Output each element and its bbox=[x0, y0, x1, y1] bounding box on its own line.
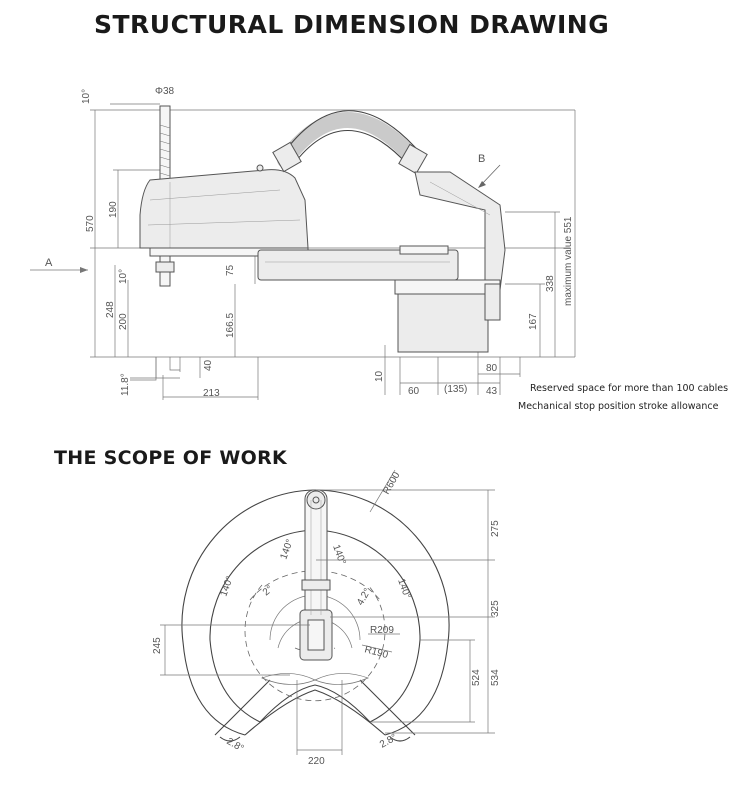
dim-220: 220 bbox=[308, 756, 325, 767]
dim-r190: R190 bbox=[363, 644, 389, 661]
mechanical-stop-note: Mechanical stop position stroke allowanc… bbox=[518, 401, 719, 412]
dim-40: 40 bbox=[203, 359, 214, 371]
angle-140-left: 140° bbox=[218, 575, 235, 598]
dim-325: 325 bbox=[490, 600, 501, 617]
dim-166-5: 166.5 bbox=[225, 313, 236, 338]
dim-11-8deg: 11.8° bbox=[120, 373, 131, 396]
angle-2-8-left: 2.8° bbox=[225, 736, 246, 754]
angle-140-top-left: 140° bbox=[278, 538, 295, 561]
dim-190: 190 bbox=[108, 201, 119, 218]
side-view-drawing: 10° Φ38 570 190 10° 248 200 75 166.5 40 … bbox=[30, 86, 576, 400]
dim-213: 213 bbox=[203, 388, 220, 399]
dim-524: 524 bbox=[471, 669, 482, 686]
angle-140-top-right: 140° bbox=[330, 543, 347, 566]
angle-140-right: 140° bbox=[395, 577, 412, 600]
dim-200: 200 bbox=[118, 313, 129, 330]
dim-534: 534 bbox=[490, 669, 501, 686]
dim-10deg-mid: 10° bbox=[118, 269, 129, 284]
dim-245: 245 bbox=[152, 637, 163, 654]
dim-10-bottom: 10 bbox=[374, 370, 385, 382]
angle-2-left: 2° bbox=[261, 584, 275, 599]
angle-4-2: 4.2° bbox=[355, 586, 373, 607]
dim-60: 60 bbox=[408, 386, 420, 397]
dim-r209: R209 bbox=[370, 625, 394, 636]
dim-phi38: Φ38 bbox=[155, 86, 175, 97]
dim-r600: R600 bbox=[381, 470, 403, 497]
dim-338: 338 bbox=[545, 275, 556, 292]
dim-570: 570 bbox=[85, 215, 96, 232]
structural-drawing-title: STRUCTURAL DIMENSION DRAWING bbox=[94, 10, 610, 39]
dim-248: 248 bbox=[105, 301, 116, 318]
dim-43: 43 bbox=[486, 386, 498, 397]
dim-75: 75 bbox=[225, 264, 236, 276]
dim-275: 275 bbox=[490, 520, 501, 537]
view-label-a: A bbox=[45, 257, 53, 269]
dim-167: 167 bbox=[528, 313, 539, 330]
dim-10deg-top: 10° bbox=[81, 89, 92, 104]
angle-2-8-right: 2.8° bbox=[378, 732, 399, 750]
dim-80: 80 bbox=[486, 363, 498, 374]
view-label-b: B bbox=[478, 153, 485, 165]
scope-of-work-title: THE SCOPE OF WORK bbox=[54, 447, 288, 469]
dim-551-max: maximum value 551 bbox=[563, 216, 574, 306]
dim-135: (135) bbox=[444, 384, 467, 395]
cable-space-note: Reserved space for more than 100 cables bbox=[530, 383, 729, 394]
